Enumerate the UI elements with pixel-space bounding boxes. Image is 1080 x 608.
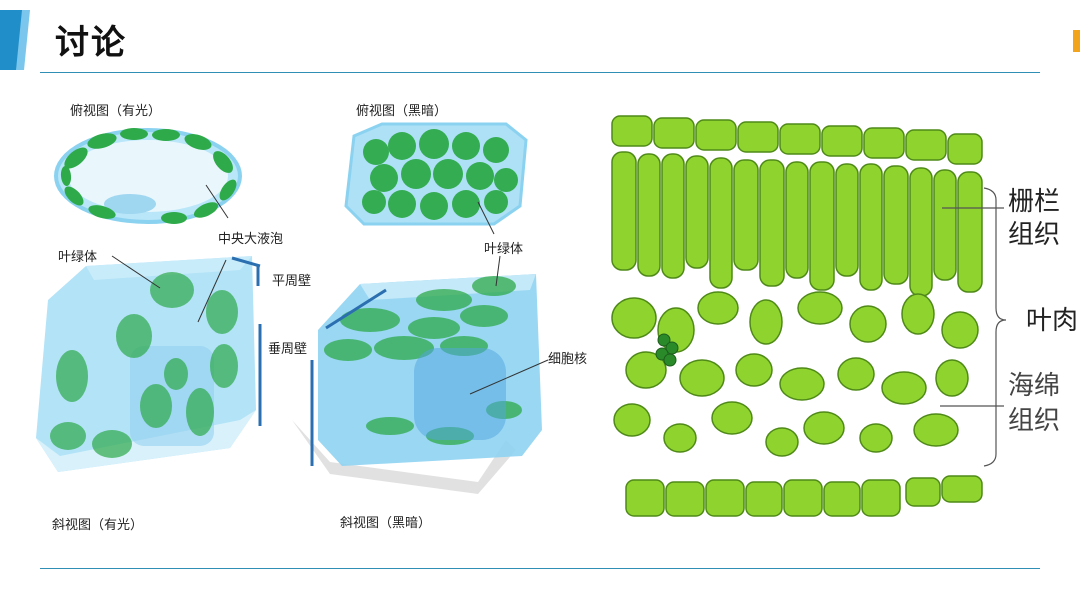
label-periclinal-wall: 平周壁 — [272, 274, 312, 289]
leaf-cross-section — [611, 115, 1007, 517]
label-chloroplast-b: 叶绿体 — [484, 242, 524, 257]
label-oblique-view-light: 斜视图（有光） — [52, 518, 144, 533]
label-top-view-dark: 俯视图（黑暗） — [356, 104, 448, 119]
label-anticlinal-wall: 垂周壁 — [268, 342, 308, 357]
label-top-view-light: 俯视图（有光） — [70, 104, 162, 119]
header-accent-bar — [0, 10, 30, 70]
label-mesophyll: 叶肉 — [1026, 306, 1079, 336]
label-palisade-1: 栅栏 — [1008, 187, 1061, 217]
header-rule — [40, 72, 1040, 73]
corner-marker — [1073, 30, 1080, 52]
cell-diagram — [36, 122, 549, 494]
oblique-view-dark-cell — [292, 274, 542, 494]
label-chloroplast-a: 叶绿体 — [58, 250, 98, 265]
oblique-view-light-cell — [36, 256, 262, 472]
label-nucleus: 细胞核 — [548, 352, 588, 367]
label-palisade-2: 组织 — [1008, 220, 1061, 250]
top-view-dark-cell — [344, 122, 528, 226]
label-oblique-view-dark: 斜视图（黑暗） — [340, 516, 432, 531]
label-spongy-2: 组织 — [1008, 406, 1061, 436]
label-spongy-1: 海绵 — [1008, 371, 1061, 401]
footer-rule — [40, 568, 1040, 569]
label-central-vacuole: 中央大液泡 — [218, 232, 284, 247]
top-view-light-cell — [54, 128, 242, 224]
page-title: 讨论 — [55, 23, 127, 63]
